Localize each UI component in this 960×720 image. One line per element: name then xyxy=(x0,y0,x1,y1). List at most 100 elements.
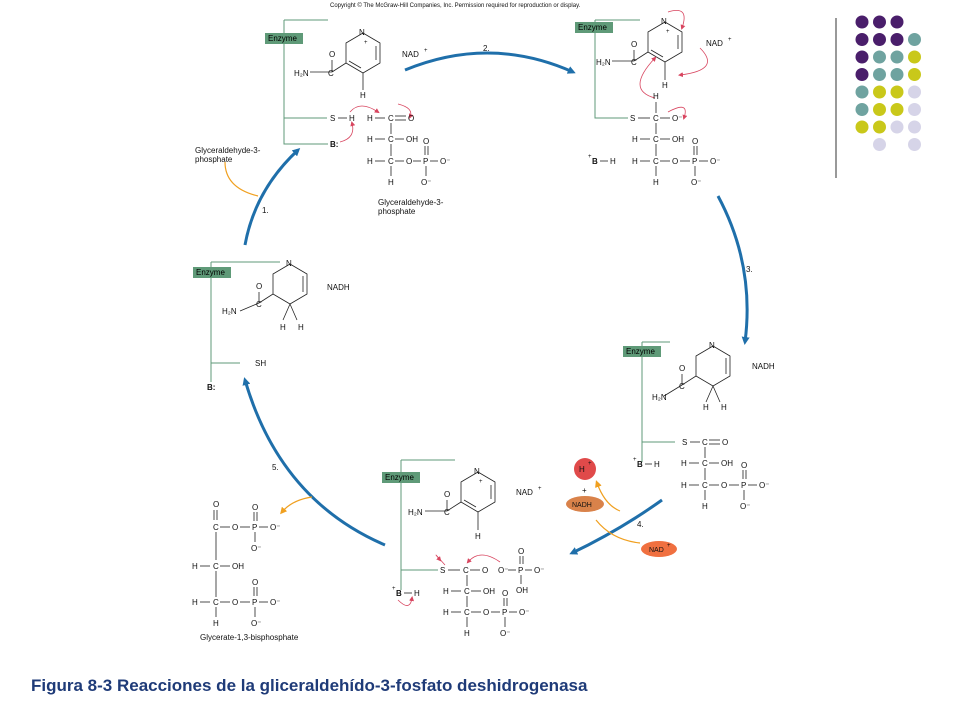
svg-text:H: H xyxy=(464,629,470,638)
figure-caption: Figura 8-3 Reacciones de la gliceraldehí… xyxy=(31,676,588,695)
svg-text:NAD: NAD xyxy=(649,547,664,554)
svg-text:C: C xyxy=(256,300,262,309)
step-label-4: 4. xyxy=(637,520,644,529)
svg-text:NAD: NAD xyxy=(706,39,723,48)
svg-text:O⁻: O⁻ xyxy=(498,566,508,575)
decor-dot xyxy=(890,15,904,29)
svg-text:B: B xyxy=(396,589,402,598)
svg-text:H₂N: H₂N xyxy=(408,508,423,517)
svg-text:H: H xyxy=(632,135,638,144)
svg-text:O⁻: O⁻ xyxy=(251,619,261,628)
svg-text:O: O xyxy=(232,598,238,607)
cycle-arrow-4 xyxy=(569,498,663,555)
bpg-release-arrow xyxy=(280,496,313,515)
svg-text:H: H xyxy=(192,562,198,571)
svg-text:O: O xyxy=(423,137,429,146)
svg-text:H: H xyxy=(298,323,304,332)
svg-text:NADH: NADH xyxy=(572,502,592,509)
svg-text:P: P xyxy=(502,608,507,617)
decor-dot xyxy=(855,103,869,116)
svg-text:O: O xyxy=(232,523,238,532)
step-label-5: 5. xyxy=(272,463,279,472)
svg-text:B: B xyxy=(637,460,643,469)
svg-text:+: + xyxy=(538,486,542,492)
svg-text:O: O xyxy=(256,282,262,291)
cofactor-exchange: H + + NADH NAD + xyxy=(566,458,677,557)
svg-text:SH: SH xyxy=(255,359,266,368)
decorative-dot-grid xyxy=(855,15,921,151)
step-label-2: 2. xyxy=(483,44,490,53)
svg-text:S: S xyxy=(440,566,445,575)
svg-text:O: O xyxy=(483,608,489,617)
decor-dot xyxy=(873,50,886,64)
decor-dot xyxy=(855,120,869,134)
svg-text:O⁻: O⁻ xyxy=(500,629,510,638)
svg-text:C: C xyxy=(702,438,708,447)
panel-phosphorolysis: Enzyme N + O H₂N C H NAD + S C O O⁻ P O⁻… xyxy=(382,459,544,638)
svg-text:H: H xyxy=(192,598,198,607)
svg-text:+: + xyxy=(479,479,483,485)
svg-text:O: O xyxy=(741,461,747,470)
step-label-3: 3. xyxy=(746,265,753,274)
svg-text:C: C xyxy=(702,481,708,490)
decor-dot xyxy=(873,33,886,46)
decor-dot xyxy=(873,15,886,29)
svg-text:O⁻: O⁻ xyxy=(691,178,701,187)
svg-text:Enzyme: Enzyme xyxy=(626,347,655,356)
svg-text:+: + xyxy=(633,457,637,463)
svg-text:C: C xyxy=(388,157,394,166)
svg-text:H: H xyxy=(721,403,727,412)
svg-text:O: O xyxy=(252,503,258,512)
svg-text:+: + xyxy=(588,461,592,467)
svg-text:OH: OH xyxy=(483,587,495,596)
svg-text:OH: OH xyxy=(516,586,528,595)
svg-text:H₂N: H₂N xyxy=(222,307,237,316)
svg-text:+: + xyxy=(728,37,732,43)
svg-text:P: P xyxy=(252,598,257,607)
svg-text:B: B xyxy=(592,157,598,166)
svg-text:O: O xyxy=(679,364,685,373)
svg-text:H: H xyxy=(414,589,420,598)
decor-dot xyxy=(908,103,921,116)
decor-dot xyxy=(873,68,886,81)
svg-text:C: C xyxy=(463,566,469,575)
svg-text:+: + xyxy=(588,154,592,160)
svg-text:O⁻: O⁻ xyxy=(519,608,529,617)
decor-dot xyxy=(890,85,904,99)
ring-n-atom: N xyxy=(359,28,365,37)
decor-dot xyxy=(890,68,904,81)
svg-text:P: P xyxy=(252,523,257,532)
decor-dot xyxy=(908,50,921,64)
svg-text:OH: OH xyxy=(672,135,684,144)
svg-text:O: O xyxy=(406,157,412,166)
svg-text:C: C xyxy=(679,382,685,391)
decor-dot xyxy=(890,120,904,134)
svg-text:C: C xyxy=(213,598,219,607)
panel-enzyme-g3p: Enzyme N + O H₂N C H NAD + S H B: H C O … xyxy=(265,19,450,216)
svg-text:H: H xyxy=(653,178,659,187)
svg-text:H: H xyxy=(662,81,668,90)
decor-dot xyxy=(908,138,921,151)
svg-text:O⁻: O⁻ xyxy=(672,114,682,123)
decor-dot xyxy=(890,33,904,46)
svg-text:+: + xyxy=(392,586,396,592)
svg-text:C: C xyxy=(653,114,659,123)
panel-thioester-nadh: Enzyme N O H₂N C H H NADH S C O H C OH H… xyxy=(623,341,775,511)
decor-dot xyxy=(855,15,869,29)
nadh-release-arrow xyxy=(595,480,621,512)
svg-text:O⁻: O⁻ xyxy=(270,523,280,532)
reaction-cycle-arrows xyxy=(242,51,750,555)
svg-text:OH: OH xyxy=(406,135,418,144)
svg-text:H: H xyxy=(475,532,481,541)
svg-text:O: O xyxy=(518,547,524,556)
svg-text:H: H xyxy=(632,157,638,166)
svg-text:H: H xyxy=(610,157,616,166)
decor-dot xyxy=(873,85,886,99)
svg-text:C: C xyxy=(444,508,450,517)
svg-text:P: P xyxy=(692,157,697,166)
svg-text:O⁻: O⁻ xyxy=(534,566,544,575)
svg-text:S: S xyxy=(630,114,635,123)
step-label-1: 1. xyxy=(262,206,269,215)
copyright-text: Copyright © The McGraw-Hill Companies, I… xyxy=(330,2,581,9)
svg-text:O: O xyxy=(502,589,508,598)
